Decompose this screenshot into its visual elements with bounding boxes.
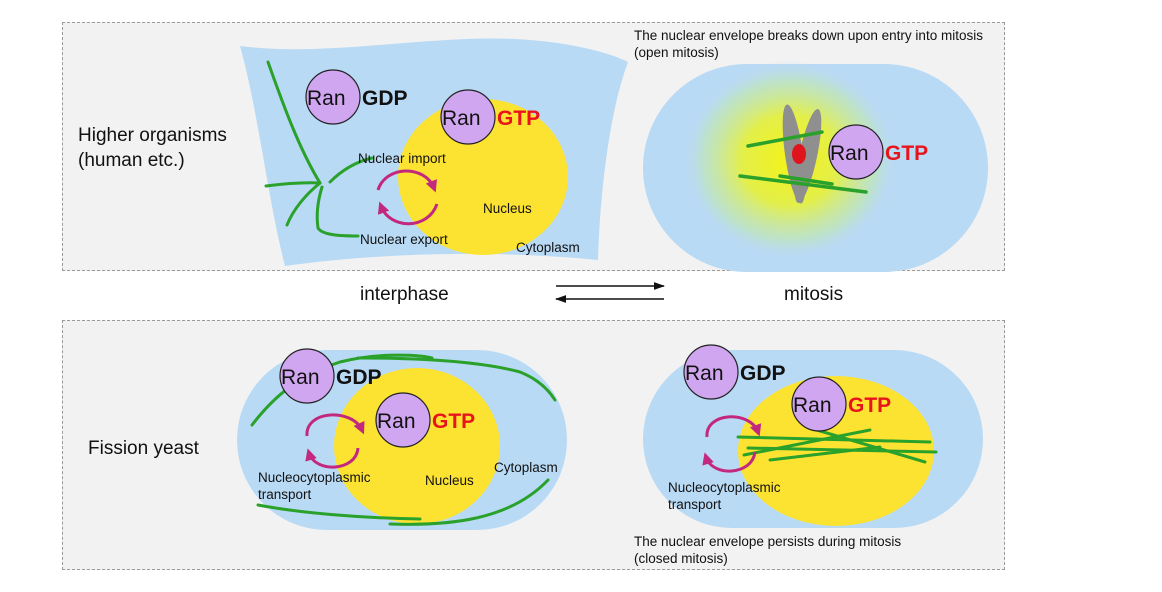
ran-gtp-yeast: Ran GTP: [375, 392, 475, 448]
ran-gtp-top: Ran GTP: [440, 89, 540, 145]
open-mitosis-note: The nuclear envelope breaks down upon en…: [634, 27, 983, 61]
nucleus-label: Nucleus: [483, 201, 532, 216]
transport-cycle-arrows: [376, 169, 439, 226]
transport-line-1: Nucleocytoplasmic: [258, 470, 371, 485]
gtp-text: GTP: [432, 410, 475, 433]
organism-line-2: (human etc.): [78, 150, 185, 171]
note-line-1: The nuclear envelope breaks down upon en…: [634, 28, 983, 43]
cytoplasm-label: Cytoplasm: [516, 240, 580, 255]
yeast-nucleus: [334, 368, 500, 524]
ran-text: Ran: [793, 394, 832, 417]
transport-line-2: transport: [258, 487, 312, 502]
closed-mitosis-note: The nuclear envelope persists during mit…: [634, 533, 901, 567]
interphase-label: interphase: [360, 284, 449, 305]
note-line-2: (open mitosis): [634, 45, 719, 60]
gdp-text: GDP: [336, 366, 382, 389]
ran-gdp-yeast: Ran GDP: [279, 348, 382, 404]
ran-gtp-yeast-mitosis: Ran GTP: [791, 376, 891, 432]
ran-text: Ran: [442, 107, 481, 130]
gtp-text: GTP: [497, 107, 540, 130]
ran-text: Ran: [830, 142, 869, 165]
mitotic-transport-label: Nucleocytoplasmic transport: [668, 479, 781, 513]
yeast-nucleus-label: Nucleus: [425, 473, 474, 488]
note-line-1: The nuclear envelope persists during mit…: [634, 534, 902, 549]
transport-line-1: Nucleocytoplasmic: [668, 480, 781, 495]
ran-gdp-top: Ran GDP: [305, 69, 408, 125]
gtp-text: GTP: [848, 394, 891, 417]
fission-yeast-label: Fission yeast: [88, 438, 199, 459]
ran-text: Ran: [307, 87, 346, 110]
centromere: [792, 144, 806, 164]
gdp-text: GDP: [740, 362, 786, 385]
microtubules: [264, 60, 374, 238]
ran-text: Ran: [685, 362, 724, 385]
note-line-2: (closed mitosis): [634, 551, 728, 566]
mitosis-label: mitosis: [784, 284, 844, 305]
intranuclear-spindle: [736, 426, 938, 464]
ran-text: Ran: [281, 366, 320, 389]
mitotic-transport-arrows: [702, 415, 762, 473]
organism-line-1: Higher organisms: [78, 125, 227, 146]
yeast-microtubules: [250, 353, 557, 526]
nuclear-import-label: Nuclear import: [358, 151, 446, 166]
yeast-cytoplasm-label: Cytoplasm: [494, 460, 558, 475]
nucleocytoplasmic-transport-label: Nucleocytoplasmic transport: [258, 469, 371, 503]
spindle-microtubules: [738, 130, 868, 194]
higher-organisms-label: Higher organisms (human etc.): [78, 123, 227, 173]
ran-gdp-yeast-mitosis: Ran GDP: [683, 344, 786, 400]
yeast-transport-arrows: [305, 413, 365, 469]
nuclear-export-label: Nuclear export: [360, 232, 448, 247]
transport-line-2: transport: [668, 497, 722, 512]
nucleus: [398, 99, 568, 255]
equilibrium-arrows: [554, 282, 666, 303]
ran-gtp-mitosis: Ran GTP: [828, 124, 928, 180]
gdp-text: GDP: [362, 87, 408, 110]
ran-text: Ran: [377, 410, 416, 433]
gtp-text: GTP: [885, 142, 928, 165]
